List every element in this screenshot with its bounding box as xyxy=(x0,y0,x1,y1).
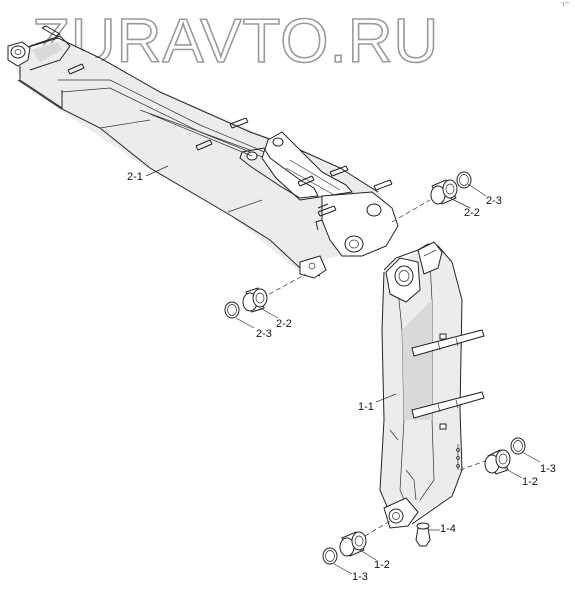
boom-shim-left-drawing xyxy=(224,301,240,319)
arm-bushing-right-drawing xyxy=(484,449,511,475)
label-arm-shim-bottom: 1-3 xyxy=(352,571,368,583)
arm-pin-axis-right xyxy=(459,459,489,471)
leader-1-1 xyxy=(375,393,397,403)
leader-1-2-bottom xyxy=(359,549,377,561)
boom-pin-axis-right xyxy=(391,199,431,223)
arm-shim-bottom-drawing xyxy=(322,547,338,565)
label-arm: 1-1 xyxy=(358,401,374,413)
leader-2-2-left xyxy=(259,307,279,319)
label-grease-fitting: 1-4 xyxy=(440,523,456,535)
arm-pin-axis-bottom xyxy=(357,519,393,541)
leader-2-1 xyxy=(145,165,169,177)
label-boom-shim-right: 2-3 xyxy=(486,195,502,207)
leader-2-3-left xyxy=(235,317,255,329)
leader-2-3-right xyxy=(467,183,487,197)
leader-1-3-bottom xyxy=(333,563,353,575)
boom-pin-axis-left xyxy=(261,273,307,299)
boom-drawing xyxy=(7,25,399,279)
label-arm-bushing-bottom: 1-2 xyxy=(374,559,390,571)
label-boom-bushing-left: 2-2 xyxy=(276,318,292,330)
leader-2-2-right xyxy=(449,197,471,209)
leader-1-3-right xyxy=(521,451,541,463)
label-boom: 2-1 xyxy=(127,171,143,183)
grease-fitting-drawing xyxy=(415,522,431,547)
boom-bushing-right-drawing xyxy=(430,179,458,205)
boom-bushing-left-drawing xyxy=(242,287,268,313)
corner-mark: ┐─ xyxy=(561,0,569,7)
arm-bushing-bottom-drawing xyxy=(339,531,367,557)
label-boom-shim-left: 2-3 xyxy=(256,328,272,340)
leader-1-2-right xyxy=(503,467,523,479)
arm-drawing xyxy=(379,241,485,529)
label-arm-shim-right: 1-3 xyxy=(540,463,556,475)
arm-shim-right-drawing xyxy=(510,437,526,455)
boom-shim-right-drawing xyxy=(456,171,472,189)
label-arm-bushing-right: 1-2 xyxy=(522,476,538,488)
label-boom-bushing-right: 2-2 xyxy=(464,207,480,219)
